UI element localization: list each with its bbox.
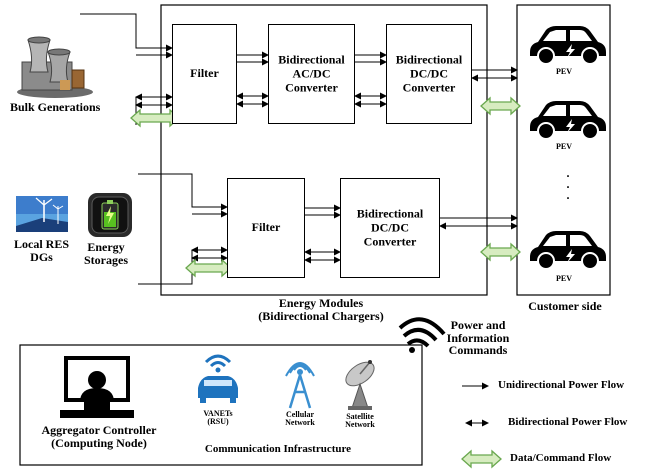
satellite-dish-icon [345,360,375,410]
energy-modules-label: Energy Modules (Bidirectional Chargers) [258,296,384,323]
bottom-dcdc-converter-label: Bidirectional DC/DC Converter [356,206,424,248]
customer-side-label: Customer side [528,299,602,313]
cellular-tower-icon [285,362,315,409]
satellite-network-label: Satellite Network [345,412,375,430]
data-arrow-bottom-pev [480,242,521,262]
legend-data-arrow [461,449,502,469]
legend-unidirectional-label: Unidirectional Power Flow [498,379,625,391]
communication-infrastructure-label: Communication Infrastructure [204,443,352,455]
pev-label-3: PEV [556,274,572,283]
wireless-signal-icon [398,317,446,353]
bottom-dcdc-converter-box: Bidirectional DC/DC Converter [340,178,440,278]
vanets-label: VANETs (RSU) [203,409,233,427]
aggregator-computer-icon [60,356,134,418]
pev-car-icon-2 [530,101,606,140]
acdc-converter-label: Bidirectional AC/DC Converter [278,52,345,94]
pev-label-2: PEV [556,142,572,151]
cellular-network-label: Cellular Network [285,410,315,428]
legend-bidirectional-label: Bidirectional Power Flow [508,416,628,428]
vanets-icon [198,354,238,403]
aggregator-controller-label: Aggregator Controller (Computing Node) [41,423,157,450]
local-res-label: Local RES DGs [14,237,70,264]
acdc-converter-box: Bidirectional AC/DC Converter [268,24,355,124]
top-filter-box: Filter [172,24,237,124]
local-res-icon [16,196,68,232]
pev-label-1: PEV [556,67,572,76]
legend-data-command-label: Data/Command Flow [510,452,612,464]
energy-storages-label: Energy Storages [84,240,128,267]
power-plant-icon [17,36,93,98]
bottom-filter-label: Filter [251,220,281,235]
energy-modules-box [160,4,488,296]
bottom-filter-box: Filter [227,178,305,278]
power-info-commands-label: Power and Information Commands [446,318,510,358]
pev-car-icon-1 [530,26,606,65]
customer-side-box [516,4,611,296]
top-dcdc-converter-label: Bidirectional DC/DC Converter [395,52,463,94]
top-dcdc-converter-box: Bidirectional DC/DC Converter [386,24,472,124]
data-arrow-top-pev [480,96,521,116]
pev-ellipsis: . . . [566,166,570,202]
communication-box [19,344,423,466]
top-filter-label: Filter [190,66,219,81]
battery-icon [88,193,132,237]
pev-car-icon-3 [530,231,606,270]
bulk-generations-label: Bulk Generations [10,100,101,114]
